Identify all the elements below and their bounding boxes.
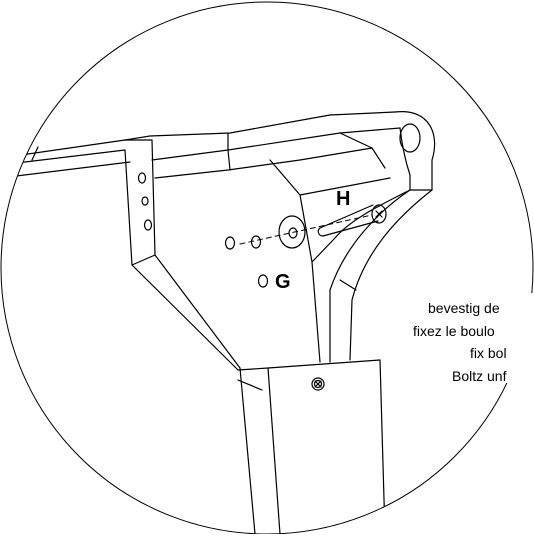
curved-right-member — [329, 189, 433, 363]
instruction-panel: bevestig de fixez le boulo fix bol Boltz… — [390, 293, 534, 384]
plate-hole-3 — [143, 219, 153, 231]
label-part-h: H — [336, 188, 350, 210]
gusset-holes — [224, 235, 262, 250]
lower-leg-tube — [237, 359, 386, 534]
pivot-end-cap — [394, 111, 436, 191]
gusset-plate — [131, 159, 411, 371]
bolt-h — [317, 204, 387, 237]
leg-screw — [311, 377, 325, 391]
left-side-plate — [124, 139, 156, 266]
washer-g — [278, 215, 306, 249]
instruction-line-nl: bevestig de — [428, 300, 500, 316]
assembly-axis-line — [239, 214, 373, 245]
instruction-line-de: Boltz unf — [452, 368, 507, 384]
instruction-line-fr: fixez le boulo — [413, 323, 495, 339]
bracket-top-rail — [124, 111, 401, 179]
loose-nut — [257, 274, 269, 288]
plate-hole-1 — [137, 172, 147, 184]
plate-hole-2 — [141, 196, 149, 206]
label-part-g: G — [275, 271, 291, 293]
left-frame-tube — [1, 139, 131, 179]
instruction-line-en: fix bol — [470, 345, 507, 361]
